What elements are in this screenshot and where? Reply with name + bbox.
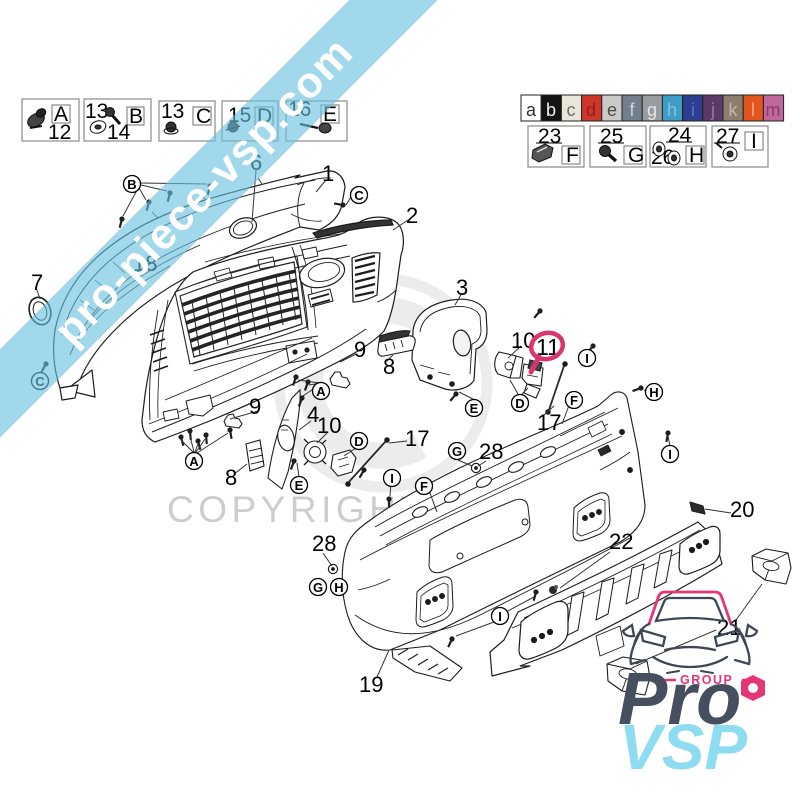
svg-text:j: j: [710, 100, 715, 120]
svg-text:25: 25: [600, 125, 623, 148]
svg-text:G: G: [452, 444, 462, 459]
svg-text:19: 19: [359, 672, 383, 697]
svg-text:8: 8: [383, 354, 395, 379]
svg-text:H: H: [649, 385, 658, 400]
svg-text:28: 28: [312, 531, 336, 556]
svg-text:13: 13: [85, 100, 108, 123]
svg-text:4: 4: [307, 402, 319, 427]
svg-text:3: 3: [456, 275, 468, 300]
svg-text:a: a: [526, 100, 537, 120]
svg-text:A: A: [189, 454, 199, 469]
svg-text:d: d: [586, 100, 596, 120]
svg-text:h: h: [667, 100, 677, 120]
svg-text:12: 12: [48, 121, 71, 144]
svg-text:1: 1: [322, 161, 334, 186]
svg-text:f: f: [629, 100, 635, 120]
svg-text:b: b: [546, 100, 556, 120]
svg-text:23: 23: [538, 125, 561, 148]
svg-text:G: G: [628, 144, 644, 167]
svg-text:i: i: [691, 100, 695, 120]
svg-text:20: 20: [730, 497, 754, 522]
svg-text:H: H: [334, 580, 343, 595]
svg-text:l: l: [751, 100, 755, 120]
svg-text:e: e: [607, 100, 617, 120]
svg-text:H: H: [689, 144, 704, 167]
svg-text:F: F: [420, 479, 428, 494]
svg-text:D: D: [354, 434, 363, 449]
svg-text:I: I: [668, 447, 672, 462]
svg-text:m: m: [766, 100, 781, 120]
svg-text:Pro: Pro: [618, 657, 741, 740]
svg-text:9: 9: [249, 394, 261, 419]
svg-text:I: I: [751, 130, 757, 153]
svg-text:10: 10: [317, 413, 341, 438]
svg-text:C: C: [354, 188, 364, 203]
svg-text:D: D: [515, 396, 524, 411]
svg-text:13: 13: [161, 100, 184, 123]
svg-text:E: E: [295, 478, 304, 493]
svg-text:C: C: [196, 105, 211, 128]
svg-text:27: 27: [716, 125, 739, 148]
svg-text:2: 2: [406, 203, 418, 228]
svg-text:F: F: [566, 144, 579, 167]
svg-text:22: 22: [609, 529, 633, 554]
svg-text:c: c: [567, 100, 576, 120]
svg-text:A: A: [316, 384, 326, 399]
svg-text:7: 7: [31, 270, 43, 295]
svg-text:I: I: [390, 471, 394, 486]
svg-text:14: 14: [107, 121, 131, 144]
svg-text:11: 11: [536, 334, 560, 360]
svg-text:I: I: [585, 351, 589, 366]
svg-text:24: 24: [668, 124, 692, 147]
svg-text:8: 8: [225, 465, 237, 490]
svg-text:E: E: [470, 401, 479, 416]
svg-text:g: g: [647, 100, 657, 120]
svg-text:17: 17: [537, 410, 561, 435]
svg-text:GROUP: GROUP: [680, 673, 733, 687]
svg-text:B: B: [127, 177, 136, 192]
svg-text:B: B: [129, 105, 143, 128]
svg-text:G: G: [313, 580, 323, 595]
svg-text:A: A: [54, 103, 68, 126]
svg-text:k: k: [729, 100, 739, 120]
svg-text:28: 28: [479, 439, 503, 464]
svg-text:9: 9: [354, 337, 366, 362]
svg-text:VSP: VSP: [619, 711, 747, 783]
svg-text:17: 17: [405, 426, 429, 451]
svg-text:I: I: [498, 609, 502, 624]
svg-text:F: F: [570, 393, 578, 408]
